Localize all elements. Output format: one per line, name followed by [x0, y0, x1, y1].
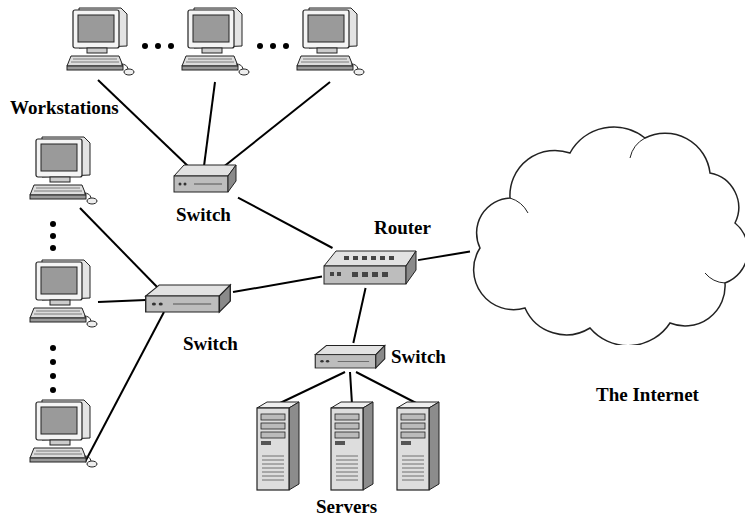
- wire: [222, 82, 330, 168]
- workstation-icon: [30, 137, 97, 204]
- wire: [80, 208, 162, 292]
- wire: [98, 80, 190, 168]
- workstation-icon: [297, 8, 364, 75]
- workstation-icon: [30, 260, 97, 327]
- router-device: Router: [322, 248, 418, 288]
- group-label: Workstations: [10, 98, 119, 119]
- switch-device: Switch: [143, 282, 233, 318]
- network-link: [238, 198, 333, 248]
- switch-device-icon: [143, 282, 233, 318]
- device-label: Switch: [176, 205, 231, 226]
- internet-cloud-icon: [470, 113, 745, 345]
- device-label: Router: [374, 218, 431, 239]
- switch-device-icon: [313, 343, 387, 373]
- internet-cloud: The Internet: [470, 113, 745, 345]
- workstation-icon: [30, 400, 97, 467]
- server-icon: [397, 402, 439, 490]
- server-icon: [331, 402, 373, 490]
- switch-device: Switch: [172, 162, 238, 198]
- switch-device-icon: [172, 162, 238, 198]
- wire: [98, 300, 146, 302]
- workstation-icon: [67, 8, 134, 75]
- wire: [278, 372, 345, 404]
- switch-device: Switch: [313, 343, 387, 373]
- wire: [356, 372, 418, 404]
- group-label: Servers: [316, 497, 377, 518]
- network-link: [353, 288, 365, 343]
- network-link: [233, 276, 322, 292]
- ellipsis-dots: [50, 43, 289, 393]
- wire: [350, 372, 352, 404]
- device-label: The Internet: [596, 385, 699, 406]
- workstation-icon: [182, 8, 249, 75]
- wire: [204, 82, 215, 166]
- device-label: Switch: [391, 347, 446, 368]
- server-icon: [257, 402, 299, 490]
- wire: [85, 312, 164, 462]
- device-label: Switch: [183, 334, 238, 355]
- network-link: [418, 252, 470, 261]
- router-device-icon: [322, 248, 418, 288]
